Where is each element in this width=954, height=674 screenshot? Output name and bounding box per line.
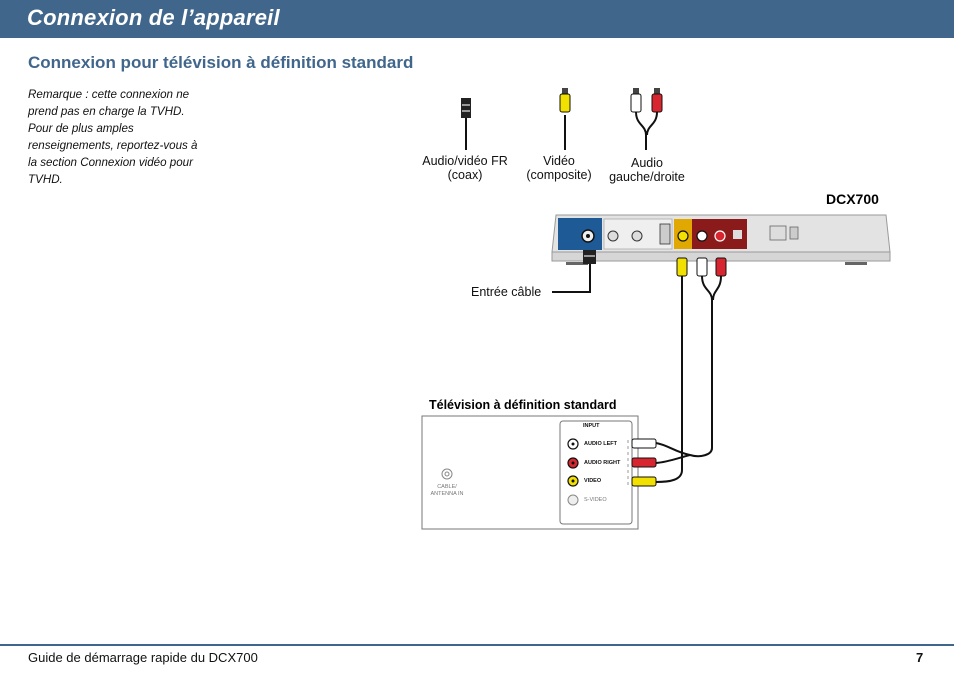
coax-cable-icon (461, 98, 471, 150)
tv-cable-antenna-line2: ANTENNA IN (430, 491, 464, 497)
tv-title: Télévision à définition standard (429, 398, 617, 412)
tv-svideo-label: S-VIDEO (584, 497, 607, 503)
page-header: Connexion de l’appareil (0, 0, 954, 38)
remark-note: Remarque : cette connexion ne prend pas … (28, 88, 198, 186)
composite-video-cable-icon (559, 88, 571, 150)
audio-cable-label: Audio gauche/droite (609, 156, 685, 184)
section-title: Connexion pour télévision à définition s… (28, 53, 414, 72)
device-model-label: DCX700 (826, 191, 879, 207)
box-rca-plugs (676, 257, 727, 470)
tv-video-label: VIDEO (584, 478, 602, 484)
composite-cable-label: Vidéo (composite) (526, 154, 592, 182)
audio-cable-icon (630, 88, 663, 150)
footer-guide-title: Guide de démarrage rapide du DCX700 (28, 650, 258, 665)
page-title: Connexion de l’appareil (27, 5, 280, 30)
tv-input-header: INPUT (583, 423, 600, 429)
cable-in-label: Entrée câble (471, 285, 542, 299)
coax-cable-label: Audio/vidéo FR (coax) (422, 154, 508, 182)
tv-rear-panel (421, 415, 657, 530)
dcx700-rear-panel (551, 214, 891, 265)
tv-audio-right-label: AUDIO RIGHT (584, 460, 621, 466)
cable-in-connector (552, 250, 596, 293)
tv-cable-antenna-line1: CABLE/ (437, 484, 457, 490)
tv-cables (655, 442, 713, 483)
footer-divider (0, 644, 954, 646)
tv-audio-left-label: AUDIO LEFT (584, 441, 617, 447)
page-number: 7 (916, 650, 924, 665)
